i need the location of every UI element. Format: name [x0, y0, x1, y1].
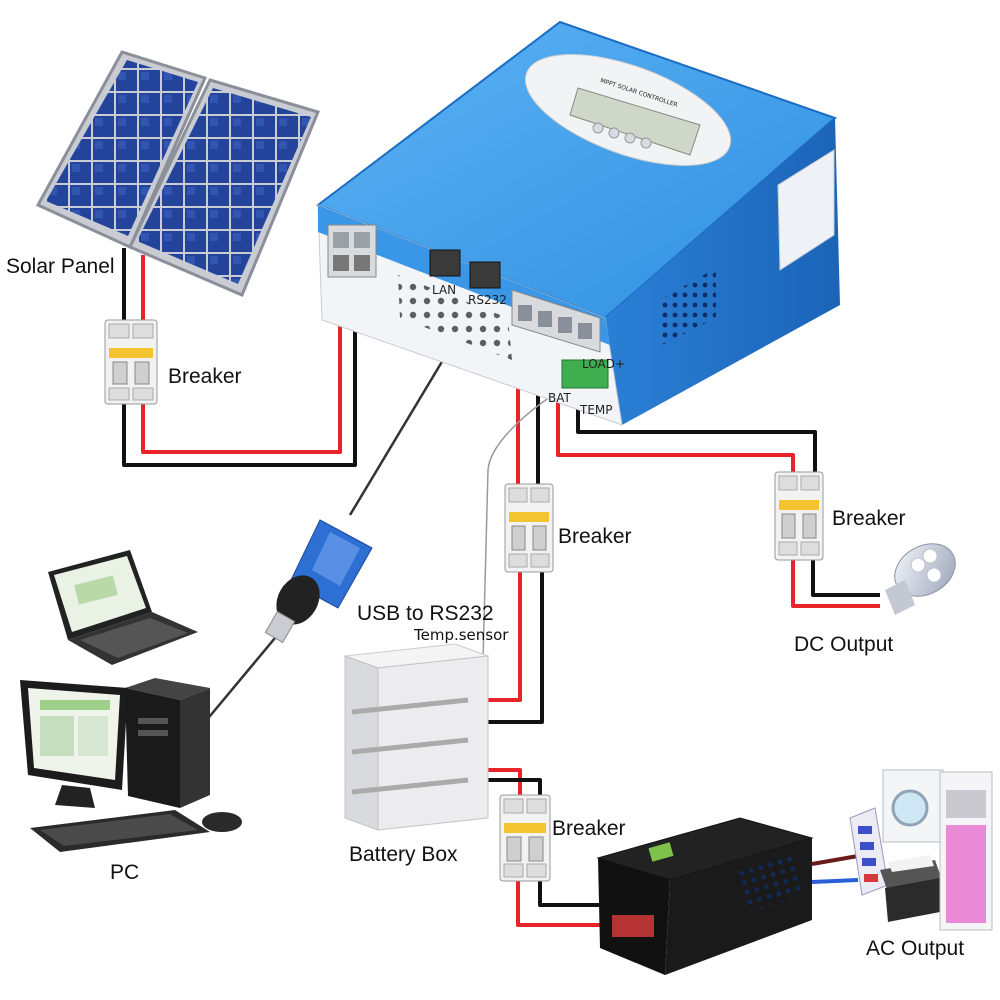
inv-wire-red-a — [488, 768, 522, 795]
pv-wire-red — [141, 285, 342, 454]
lan-port[interactable] — [429, 249, 461, 277]
label-breaker-dc: Breaker — [832, 507, 906, 530]
enter-button[interactable] — [640, 137, 652, 149]
rs232-label: RS232 — [468, 293, 507, 307]
breaker-dc-output[interactable] — [774, 471, 824, 561]
controller-buttons[interactable] — [592, 122, 652, 149]
mppt-controller: MPPT SOLAR CONTROLLER LAN RS232 LOAD+ BA… — [315, 20, 840, 426]
inv-wire-black-b — [538, 880, 610, 907]
bat-box-wire-red — [488, 572, 522, 702]
up-button[interactable] — [608, 127, 620, 139]
label-ac-output: AC Output — [866, 937, 965, 960]
label-breaker-battery: Breaker — [558, 525, 632, 548]
inv-wire-red-b — [516, 880, 610, 927]
pv-wire-black — [122, 285, 357, 467]
load-label: LOAD+ — [582, 357, 625, 371]
air-conditioner — [939, 771, 993, 931]
label-usb-rs232: USB to RS232 — [357, 602, 494, 625]
dc-wire-red — [791, 560, 880, 608]
label-solar-panel: Solar Panel — [6, 255, 115, 278]
label-temp-sensor: Temp.sensor — [414, 626, 509, 644]
printer — [880, 855, 942, 922]
inv-wire-black-a — [488, 778, 542, 795]
battery-box — [344, 643, 489, 831]
ac-wire-brown — [811, 854, 859, 866]
washing-machine — [882, 769, 944, 843]
lcd-screen — [569, 87, 701, 156]
laptop — [48, 550, 198, 665]
temp-sensor-terminal — [561, 359, 609, 389]
power-strip — [849, 807, 889, 896]
menu-button[interactable] — [592, 122, 604, 134]
temp-label: TEMP — [579, 403, 613, 417]
led-bulb — [885, 543, 956, 615]
label-dc-output: DC Output — [794, 633, 894, 656]
usb-rs232-adapter — [264, 519, 373, 644]
desktop-pc — [20, 678, 242, 852]
label-pc: PC — [110, 861, 140, 884]
breaker-solar[interactable] — [104, 319, 158, 405]
down-button[interactable] — [624, 132, 636, 144]
lan-label: LAN — [432, 283, 456, 297]
inverter-display — [648, 842, 674, 862]
label-breaker-solar: Breaker — [168, 365, 242, 388]
output-terminal — [511, 289, 601, 353]
rs232-port[interactable] — [469, 261, 501, 289]
dc-wire-black — [811, 560, 880, 597]
breaker-battery[interactable] — [504, 483, 554, 573]
ac-wire-blue — [811, 878, 859, 884]
breaker-inverter[interactable] — [499, 794, 551, 882]
bat-label: BAT — [548, 391, 572, 405]
label-battery-box: Battery Box — [349, 843, 458, 866]
bat-box-wire-black — [488, 572, 544, 724]
solar-panel — [35, 50, 321, 297]
pv-terminal — [327, 224, 377, 278]
inverter — [596, 817, 814, 975]
label-breaker-inverter: Breaker — [552, 817, 626, 840]
